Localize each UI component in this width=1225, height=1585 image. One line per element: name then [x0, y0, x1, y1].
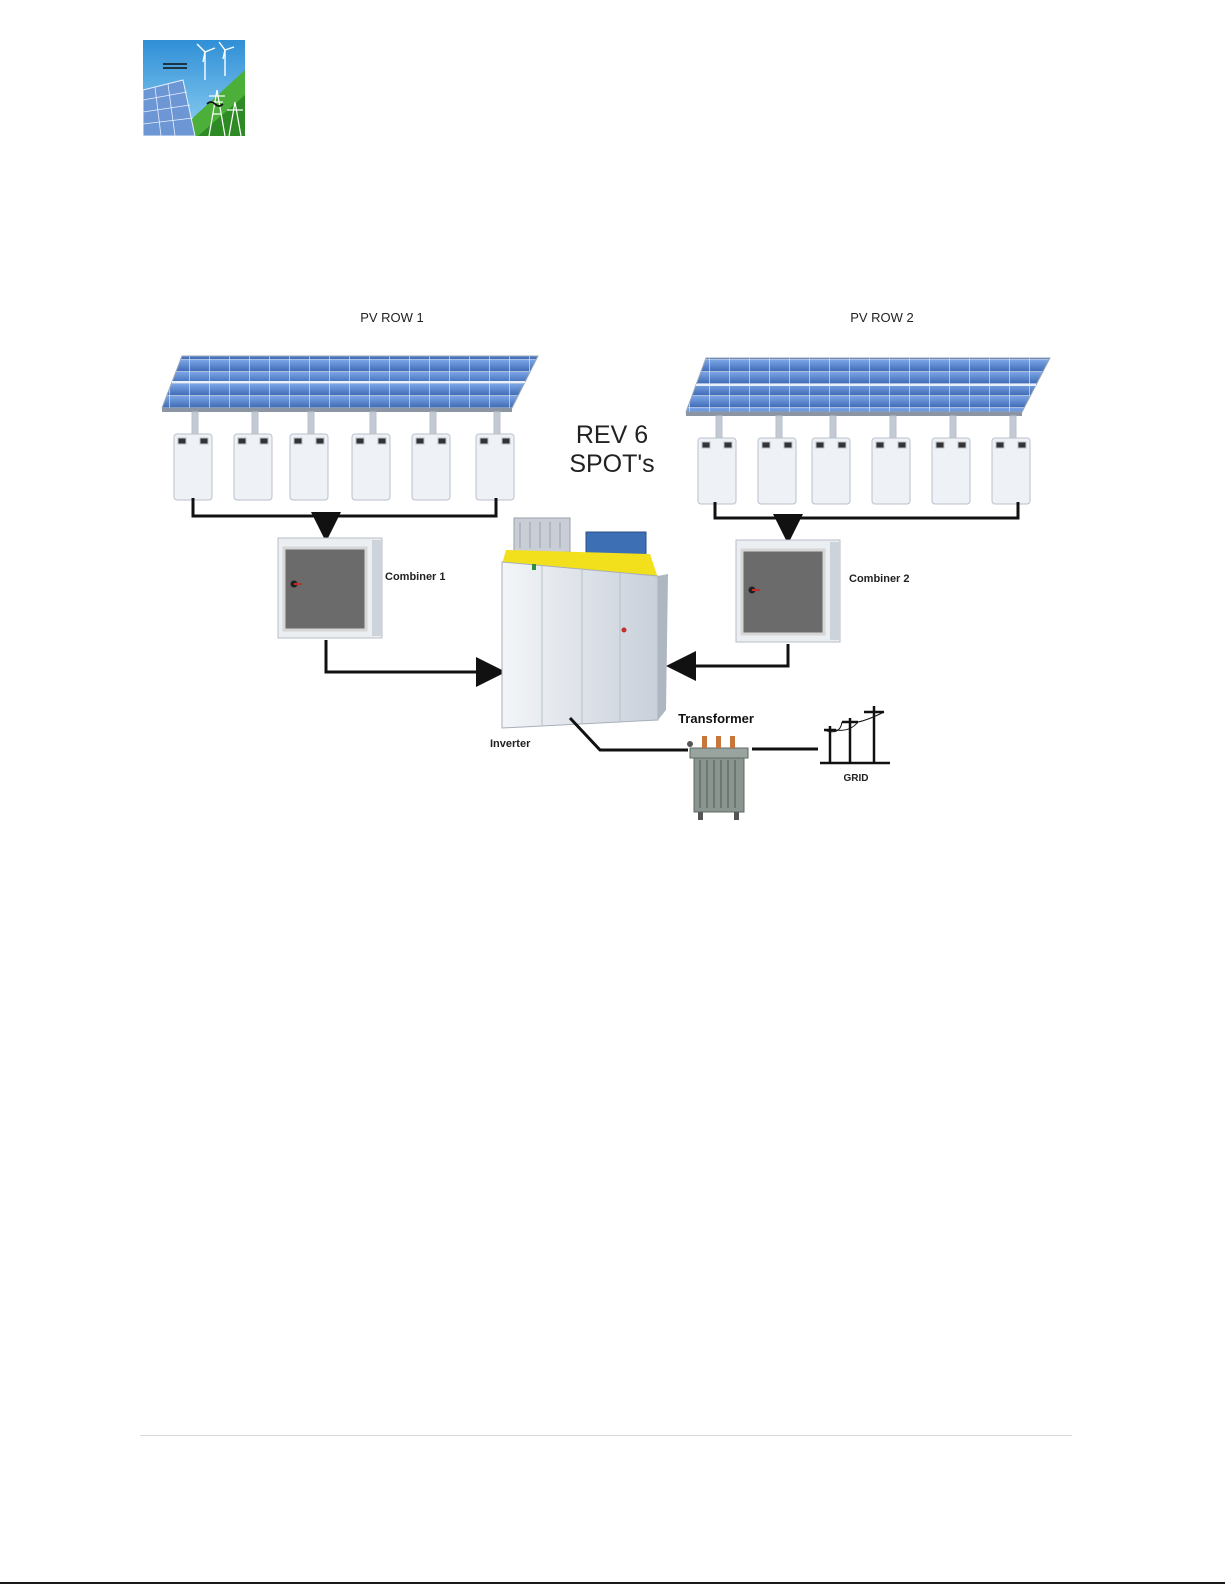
optimizer-units-row-2	[698, 416, 1030, 504]
rev-label-line1: REV 6	[576, 421, 648, 449]
combiner-1-label: Combiner 1	[385, 571, 446, 583]
row-2-bus-wire	[715, 502, 1018, 538]
rev-label-line2: SPOT's	[569, 450, 654, 478]
combiner-1-box	[278, 538, 382, 638]
inverter-label: Inverter	[490, 738, 531, 750]
pv-row-1-label: PV ROW 1	[360, 310, 424, 325]
transformer-icon	[687, 736, 748, 820]
grid-label: GRID	[844, 773, 869, 784]
combiner-2-box	[736, 540, 840, 642]
page-bottom-border	[0, 1582, 1225, 1584]
combiner-2-label: Combiner 2	[849, 573, 910, 585]
pv-array-row-1	[162, 356, 538, 412]
row-1-bus-wire	[193, 498, 496, 536]
pv-array-row-2	[686, 358, 1050, 416]
footer-divider	[140, 1435, 1072, 1436]
inverter-cabinet	[502, 518, 668, 728]
power-grid-icon	[820, 706, 890, 763]
transformer-label: Transformer	[678, 711, 754, 726]
pv-row-2-label: PV ROW 2	[850, 310, 914, 325]
combiner-2-to-inverter-wire	[672, 644, 788, 666]
pv-system-diagram: PV ROW 1 PV ROW 2 REV 6 SPOT's	[150, 300, 1080, 840]
combiner-1-to-inverter-wire	[326, 640, 500, 672]
renewable-energy-logo	[143, 40, 245, 136]
optimizer-units-row-1	[174, 412, 514, 500]
